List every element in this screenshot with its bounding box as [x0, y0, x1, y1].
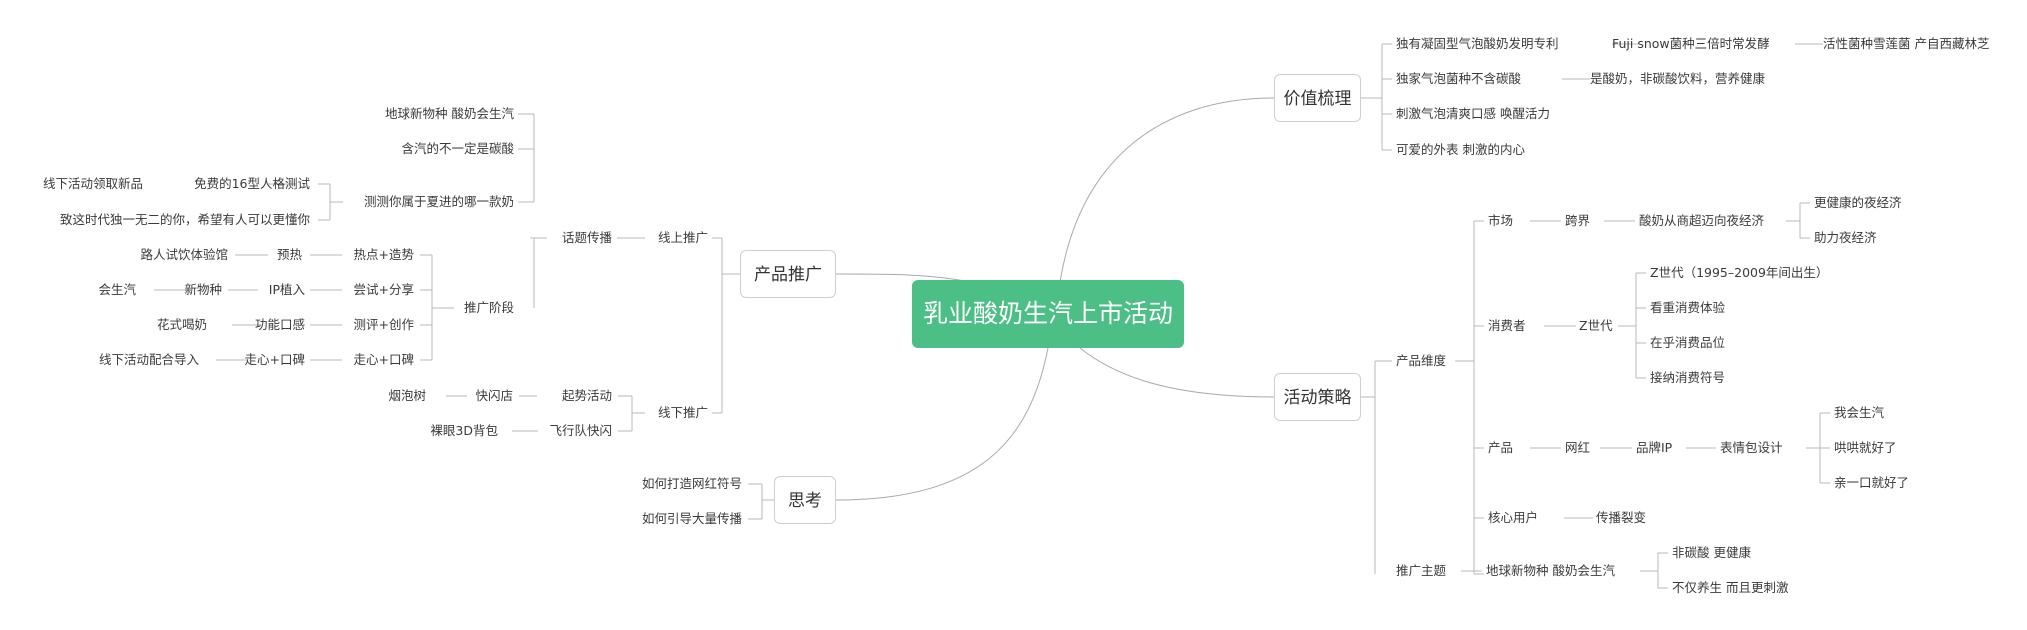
value-item-2[interactable]: 独家气泡菌种不含碳酸	[1396, 71, 1522, 86]
promo-stage-3a[interactable]: 功能口感	[254, 317, 305, 332]
branch-value[interactable]: 价值梳理	[1274, 74, 1361, 122]
strategy-sticker-item-2[interactable]: 哄哄就好了	[1834, 440, 1897, 455]
promo-topic-item-3[interactable]: 测测你属于夏进的哪一款奶	[363, 194, 514, 209]
promo-topic[interactable]: 话题传播	[561, 230, 612, 245]
think-item-2[interactable]: 如何引导大量传播	[641, 511, 742, 526]
promo-stage[interactable]: 推广阶段	[463, 300, 514, 315]
think-item-1[interactable]: 如何打造网红符号	[641, 476, 742, 491]
promo-stage-4b[interactable]: 线下活动配合导入	[98, 352, 199, 367]
strategy-sticker[interactable]: 表情包设计	[1720, 440, 1783, 455]
strategy-theme-item-2[interactable]: 不仅养生 而且更刺激	[1672, 580, 1789, 595]
central-topic[interactable]: 乳业酸奶生汽上市活动	[912, 280, 1184, 348]
promo-offline-2[interactable]: 飞行队快闪	[549, 423, 612, 438]
promo-test-source[interactable]: 线下活动领取新品	[42, 176, 143, 191]
strategy-night-item-1[interactable]: 更健康的夜经济	[1814, 195, 1902, 210]
promo-test-tag[interactable]: 致这时代独一无二的你，希望有人可以更懂你	[59, 212, 310, 227]
promo-stage-3[interactable]: 测评+创作	[353, 317, 414, 332]
promo-topic-item-2[interactable]: 含汽的不一定是碳酸	[401, 141, 514, 156]
promo-stage-1a[interactable]: 预热	[276, 247, 302, 262]
promo-stage-3b[interactable]: 花式喝奶	[156, 317, 207, 332]
value-item-1a[interactable]: Fuji snow菌种三倍时常发酵	[1612, 36, 1770, 51]
branch-strategy[interactable]: 活动策略	[1274, 373, 1361, 421]
branch-promo[interactable]: 产品推广	[740, 250, 836, 298]
strategy-genz-item-1[interactable]: Z世代（1995–2009年间出生）	[1650, 265, 1829, 280]
value-item-1b[interactable]: 活性菌种雪莲菌 产自西藏林芝	[1823, 36, 1990, 51]
promo-offline-1[interactable]: 起势活动	[561, 388, 612, 403]
value-item-2a[interactable]: 是酸奶，非碳酸饮料，营养健康	[1590, 71, 1766, 86]
strategy-sticker-item-1[interactable]: 我会生汽	[1834, 405, 1885, 420]
promo-offline-2a[interactable]: 裸眼3D背包	[430, 423, 498, 438]
promo-stage-2c[interactable]: 会生汽	[98, 282, 136, 297]
promo-offline[interactable]: 线下推广	[657, 405, 708, 420]
promo-stage-4[interactable]: 走心+口碑	[353, 352, 414, 367]
promo-stage-2b[interactable]: 新物种	[184, 282, 222, 297]
strategy-market[interactable]: 市场	[1488, 213, 1514, 228]
strategy-consumer[interactable]: 消费者	[1488, 318, 1526, 333]
promo-topic-item-1[interactable]: 地球新物种 酸奶会生汽	[385, 106, 514, 121]
promo-online[interactable]: 线上推广	[657, 230, 708, 245]
strategy-crossover[interactable]: 跨界	[1565, 213, 1591, 228]
promo-stage-2a[interactable]: IP植入	[268, 282, 305, 297]
promo-stage-4a[interactable]: 走心+口碑	[244, 352, 305, 367]
promo-stage-2[interactable]: 尝试+分享	[353, 282, 414, 297]
strategy-genz-item-4[interactable]: 接纳消费符号	[1650, 370, 1726, 385]
strategy-product-dim[interactable]: 产品维度	[1396, 353, 1447, 368]
strategy-theme-item-1[interactable]: 非碳酸 更健康	[1672, 545, 1751, 560]
strategy-product[interactable]: 产品	[1488, 440, 1514, 455]
strategy-brand-ip[interactable]: 品牌IP	[1636, 440, 1673, 455]
strategy-influencer[interactable]: 网红	[1565, 440, 1591, 455]
promo-stage-1b[interactable]: 路人试饮体验馆	[140, 247, 228, 262]
branch-think[interactable]: 思考	[774, 476, 836, 524]
value-item-1[interactable]: 独有凝固型气泡酸奶发明专利	[1396, 36, 1559, 51]
strategy-genz-item-2[interactable]: 看重消费体验	[1650, 300, 1726, 315]
promo-offline-1b[interactable]: 烟泡树	[388, 388, 426, 403]
promo-stage-1[interactable]: 热点+造势	[353, 247, 414, 262]
strategy-viral[interactable]: 传播裂变	[1596, 510, 1647, 525]
strategy-night-shift[interactable]: 酸奶从商超迈向夜经济	[1639, 213, 1765, 228]
value-item-4[interactable]: 可爱的外表 刺激的内心	[1396, 142, 1525, 157]
value-item-3[interactable]: 刺激气泡清爽口感 唤醒活力	[1396, 106, 1550, 121]
strategy-night-item-2[interactable]: 助力夜经济	[1814, 230, 1877, 245]
promo-test[interactable]: 免费的16型人格测试	[194, 176, 310, 191]
promo-offline-1a[interactable]: 快闪店	[475, 388, 513, 403]
strategy-theme-main[interactable]: 地球新物种 酸奶会生汽	[1486, 563, 1615, 578]
strategy-sticker-item-3[interactable]: 亲一口就好了	[1834, 475, 1910, 490]
strategy-theme[interactable]: 推广主题	[1396, 563, 1447, 578]
strategy-core-users[interactable]: 核心用户	[1488, 510, 1539, 525]
strategy-genz-item-3[interactable]: 在乎消费品位	[1650, 335, 1726, 350]
strategy-genz[interactable]: Z世代	[1579, 318, 1613, 333]
